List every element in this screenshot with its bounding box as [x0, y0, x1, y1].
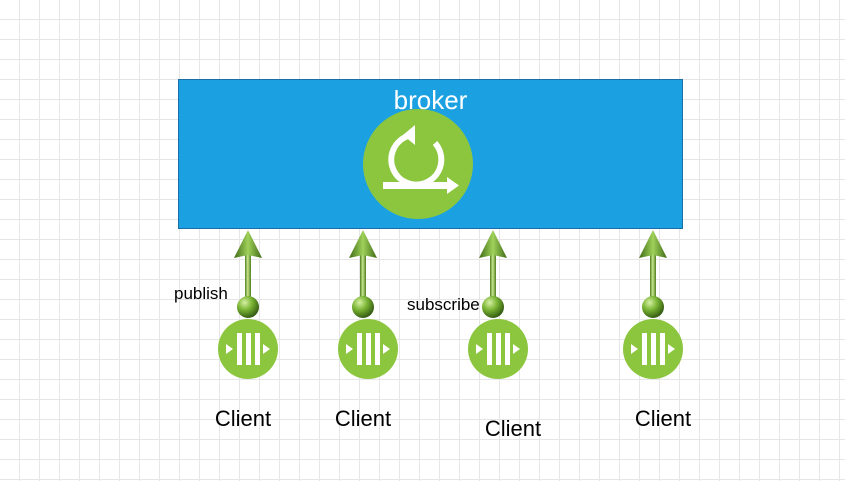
cycle-arrows-icon [363, 109, 473, 219]
connection-arrow-4[interactable] [637, 228, 669, 320]
queue-icon[interactable] [468, 319, 528, 379]
queue-icon[interactable] [338, 319, 398, 379]
broker-title: broker [393, 85, 468, 115]
client-label: Client [334, 406, 392, 431]
publish-label: publish [174, 284, 228, 303]
subscribe-label: subscribe [407, 295, 480, 314]
queue-icon[interactable] [218, 319, 278, 379]
connection-arrow-2[interactable] [347, 228, 379, 320]
client-label: Client [214, 406, 272, 431]
client-label: Client [634, 406, 692, 431]
broker-box[interactable]: broker [178, 79, 683, 229]
queue-icon[interactable] [623, 319, 683, 379]
client-label: Client [484, 416, 542, 441]
publish-arrow[interactable] [232, 228, 264, 320]
subscribe-arrow[interactable] [477, 228, 509, 320]
